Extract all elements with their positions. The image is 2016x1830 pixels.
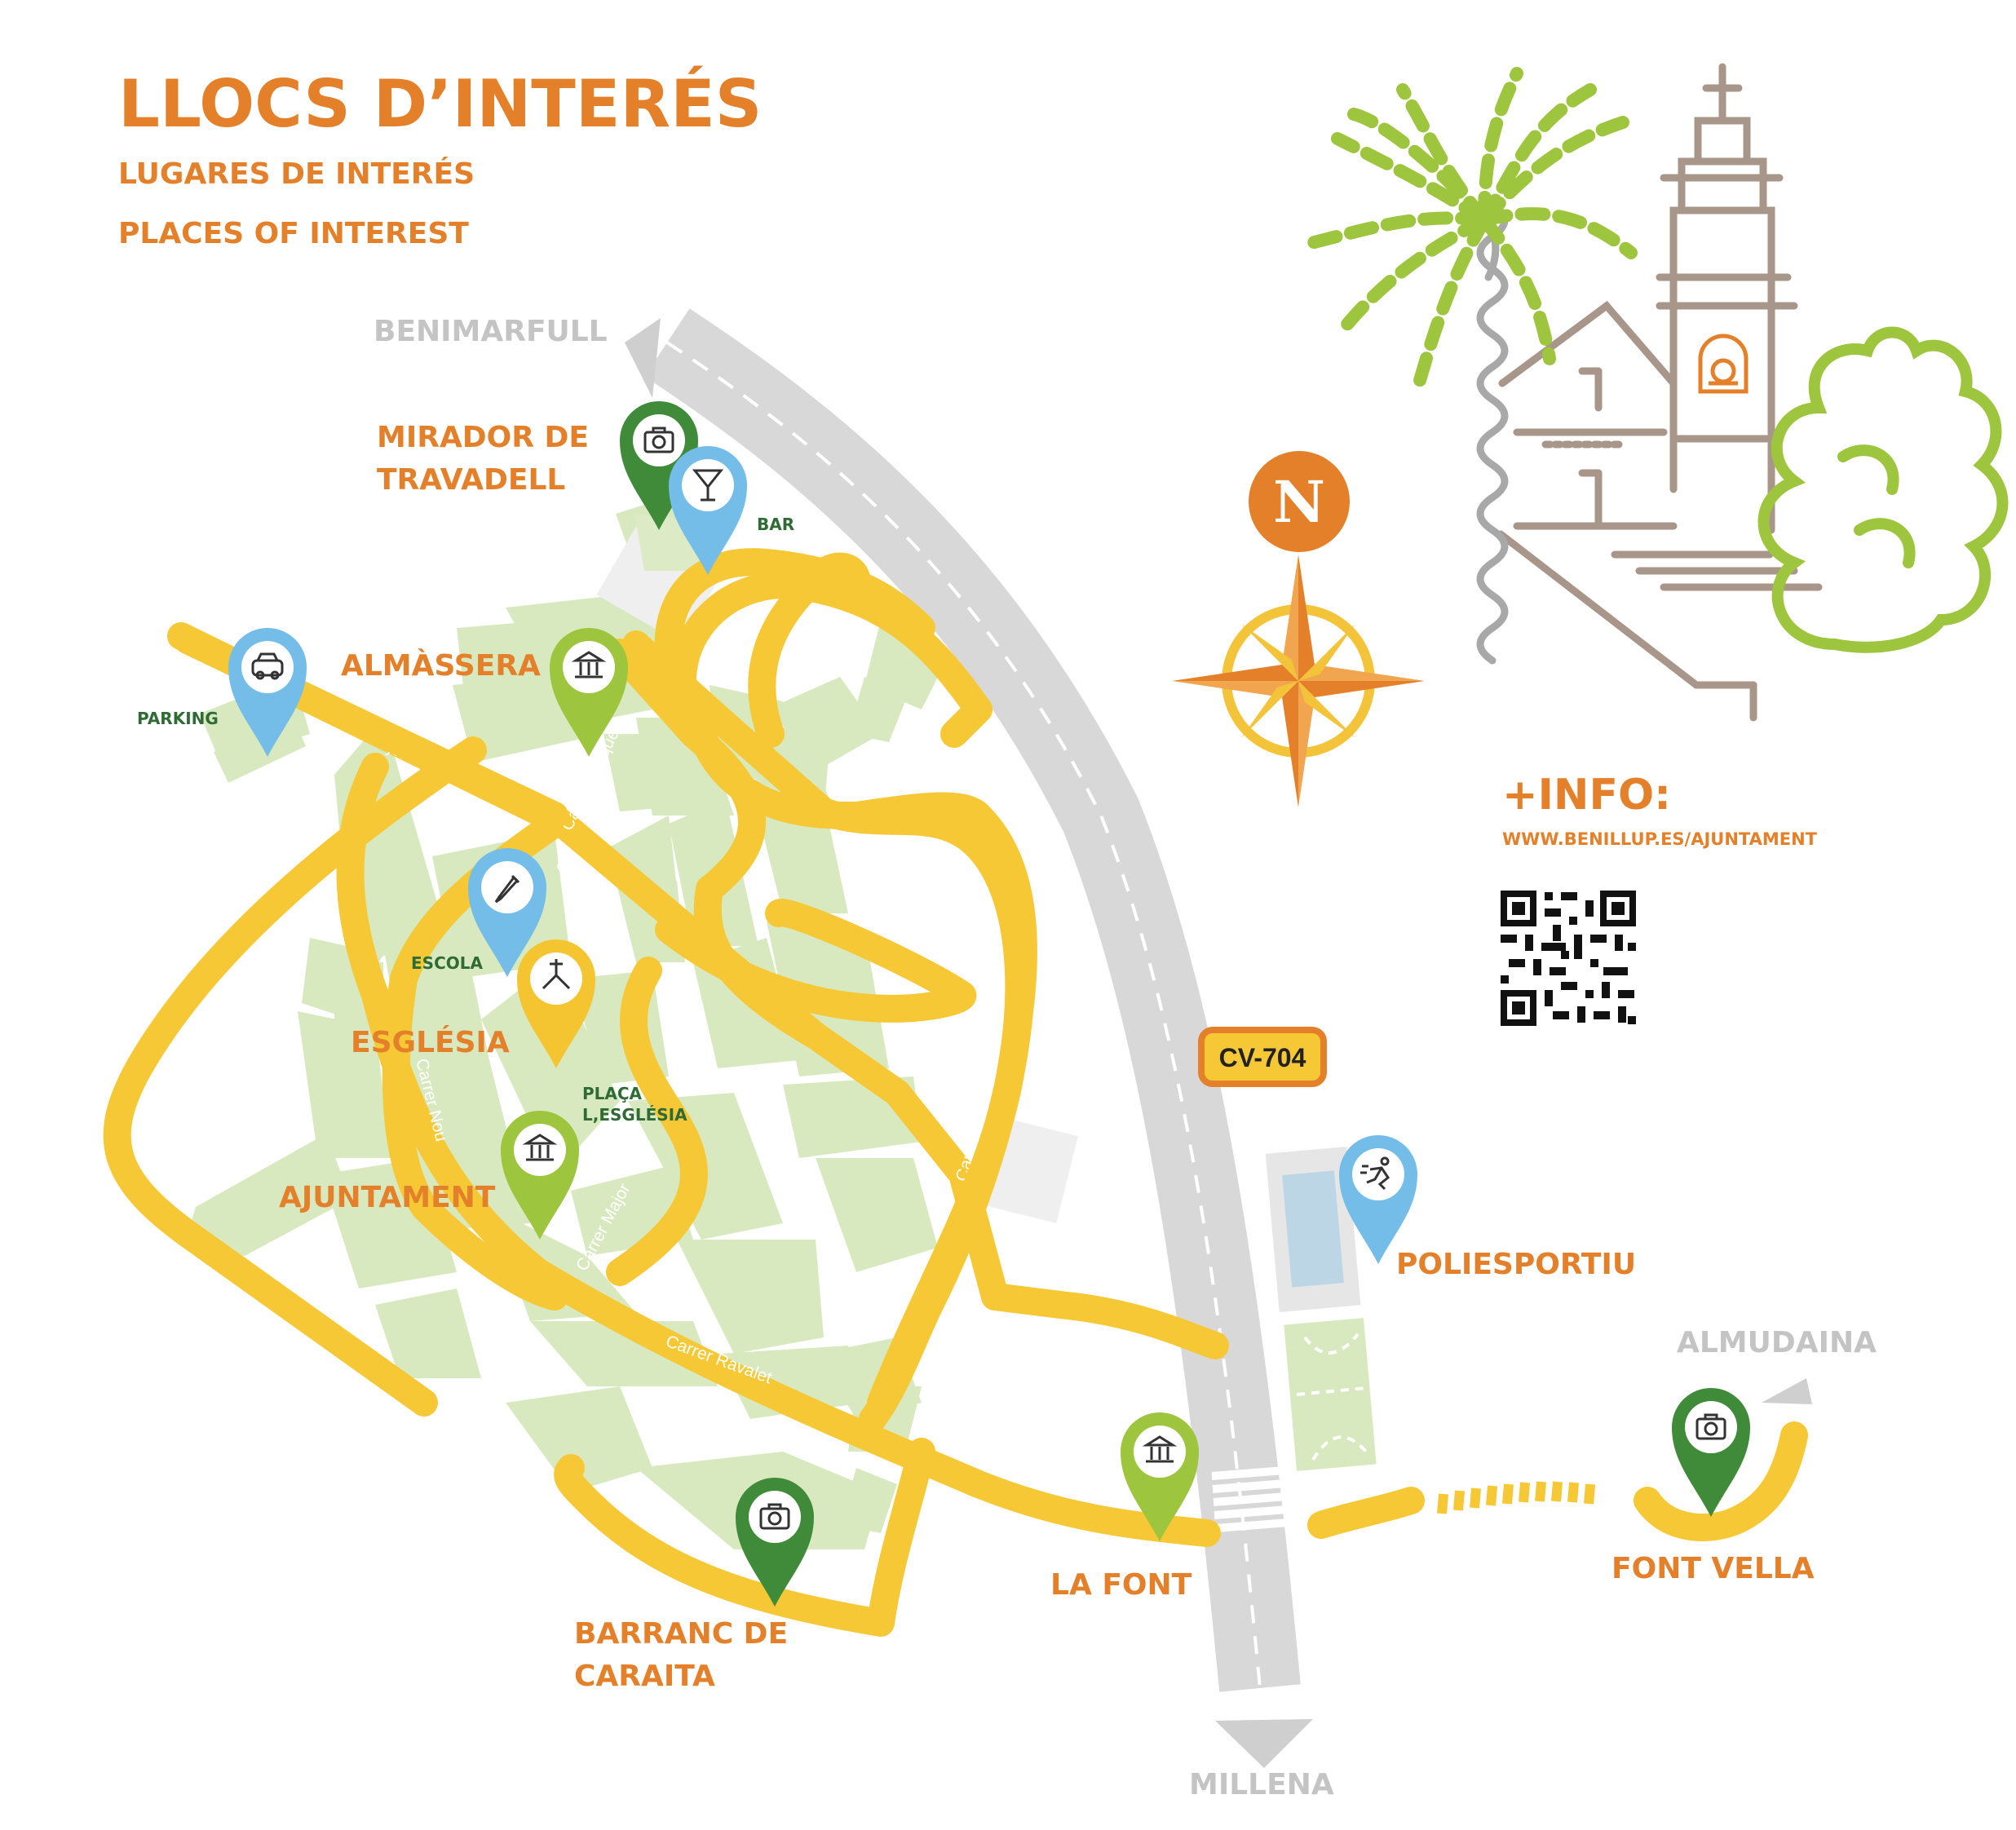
map-pins[interactable] (228, 401, 1750, 1607)
arrow-south-icon (1215, 1719, 1313, 1768)
label-bar: BAR (757, 515, 794, 534)
compass-letter: N (1273, 468, 1325, 536)
place-label-almassera: ALMÀSSERA (341, 648, 541, 683)
label-placa-1: PLAÇA (582, 1084, 643, 1103)
pin-bar[interactable] (669, 446, 747, 575)
cocktail-icon (692, 469, 724, 502)
camera-icon (759, 1503, 790, 1530)
arrow-east-icon (1762, 1378, 1812, 1404)
path-to-font-vella (1437, 1481, 1595, 1514)
pin-parking[interactable] (228, 628, 307, 757)
place-label-la-font: LA FONT (1050, 1568, 1192, 1602)
museum-icon (522, 1134, 558, 1161)
destination-almudaina: ALMUDAINA (1677, 1326, 1877, 1359)
sports-facility (1265, 1147, 1377, 1471)
subtitle-english: PLACES OF INTEREST (118, 217, 469, 250)
church-icon (542, 959, 571, 990)
pin-escola[interactable] (468, 848, 546, 977)
town-illustration (1298, 63, 2009, 722)
place-label-font-vella: FONT VELLA (1611, 1552, 1815, 1585)
place-label-esglesia: ESGLÉSIA (351, 1025, 510, 1059)
pin-ajuntament[interactable] (501, 1111, 579, 1240)
bell-tower-illustration (1497, 63, 1823, 722)
place-label-mirador-2: TRAVADELL (377, 463, 565, 497)
place-label-mirador-1: MIRADOR DE (377, 421, 589, 454)
pin-mirador[interactable] (620, 401, 698, 530)
compass-north-badge: N (1249, 451, 1350, 552)
camera-icon (643, 427, 674, 453)
main-road (625, 308, 1313, 1768)
pin-esglesia[interactable] (517, 939, 595, 1068)
pin-barranc[interactable] (736, 1478, 814, 1607)
compass-rose (1172, 555, 1425, 807)
road-badge-text: CV-704 (1219, 1043, 1306, 1072)
destination-millena: MILLENA (1189, 1768, 1334, 1801)
car-icon (251, 652, 284, 680)
palm-fronds (1298, 67, 1638, 390)
label-escola: ESCOLA (411, 953, 483, 973)
info-heading: +INFO: (1502, 771, 1671, 820)
arrow-north-icon (625, 318, 661, 398)
pin-poliesportiu[interactable] (1339, 1135, 1417, 1264)
place-label-poliesportiu: POLIESPORTIU (1396, 1248, 1636, 1281)
pencil-icon (494, 874, 520, 904)
qr-code-image (1499, 889, 1638, 1028)
window-ornament (1698, 334, 1749, 394)
camera-icon (1695, 1413, 1726, 1440)
pin-la-font[interactable] (1121, 1412, 1199, 1541)
tree-illustration (1757, 326, 2009, 653)
place-label-barranc-1: BARRANC DE (574, 1617, 788, 1651)
destination-benimarfull: BENIMARFULL (374, 315, 608, 348)
place-label-ajuntament: AJUNTAMENT (279, 1181, 496, 1214)
palm-trunk (1476, 200, 1509, 665)
pin-almassera[interactable] (550, 628, 628, 757)
label-parking: PARKING (137, 709, 219, 728)
museum-icon (1142, 1435, 1178, 1463)
pin-font-vella[interactable] (1672, 1388, 1750, 1517)
info-url-link[interactable]: WWW.BENILLUP.ES/AJUNTAMENT (1502, 829, 1818, 849)
label-placa-2: L,ESGLÉSIA (582, 1105, 687, 1125)
museum-icon (571, 651, 607, 679)
road-badge: CV-704 (1198, 1027, 1327, 1087)
runner-icon (1360, 1156, 1390, 1191)
subtitle-spanish: LUGARES DE INTERÉS (118, 157, 475, 191)
place-label-barranc-2: CARAITA (574, 1660, 715, 1693)
page-title: LLOCS D’INTERÉS (118, 65, 762, 142)
